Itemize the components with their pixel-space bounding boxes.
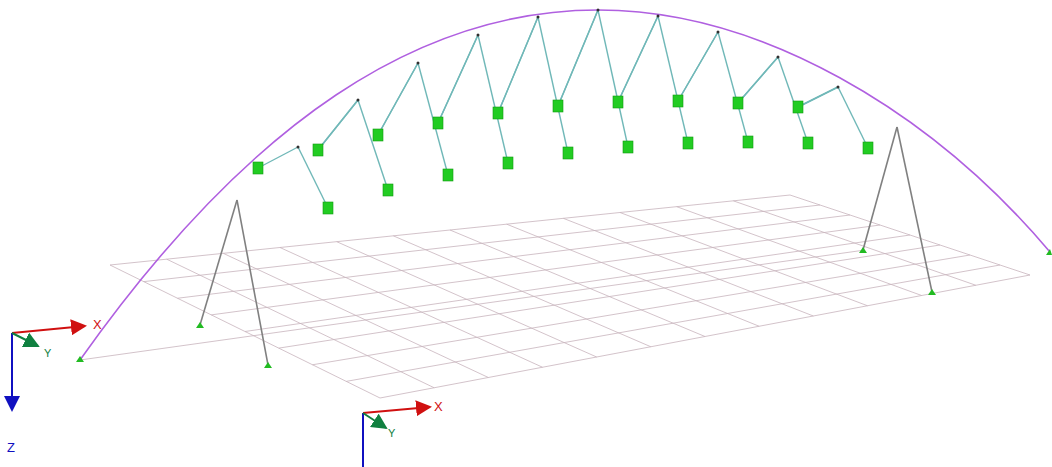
- axis-label: X: [434, 400, 443, 414]
- axis-label: X: [93, 318, 102, 332]
- axis-label: Z: [7, 441, 15, 455]
- axis-label: Y: [44, 346, 51, 360]
- axis-label: Y: [388, 426, 395, 440]
